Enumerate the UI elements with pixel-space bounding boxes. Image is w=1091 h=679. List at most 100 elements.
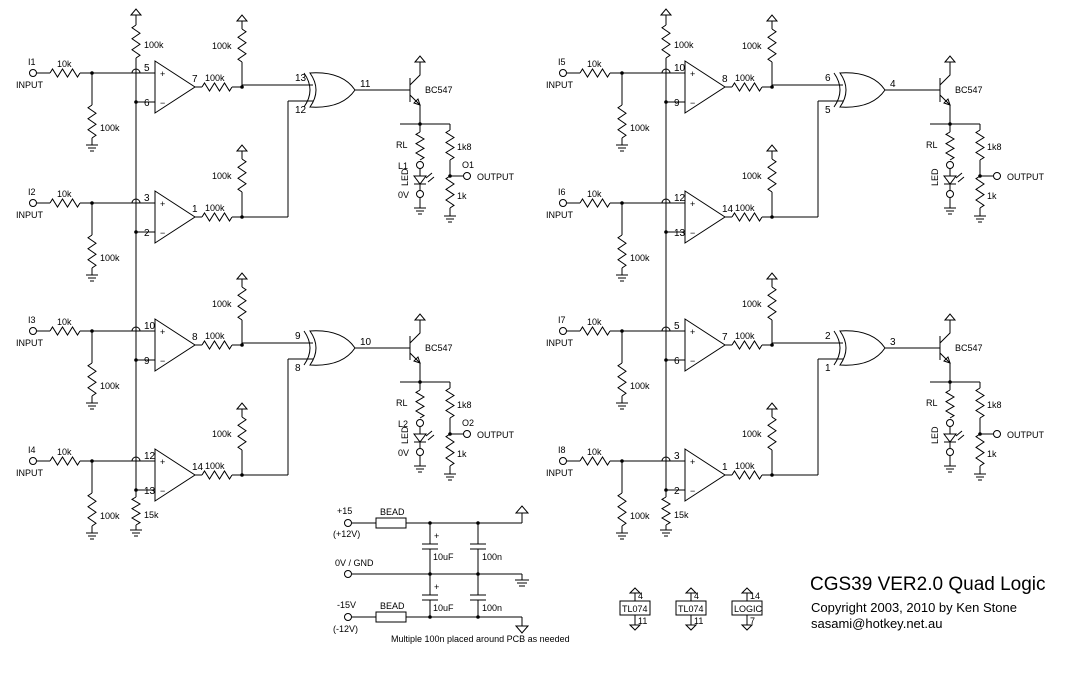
led-text: LED (930, 426, 940, 444)
pulldown-r-label: 100k (630, 123, 650, 133)
output-text: OUTPUT (1007, 172, 1045, 182)
led-label: L2 (398, 419, 408, 429)
gate-in-b-pin: 12 (295, 105, 307, 116)
svg-text:+: + (160, 327, 165, 337)
pulldown-r-label: 100k (630, 253, 650, 263)
opamp-minus-pin: 9 (674, 98, 680, 109)
rl-label: RL (396, 398, 408, 408)
bead-bottom (375, 611, 407, 623)
input-r-label: 10k (587, 189, 602, 199)
opamp-out-pin: 8 (192, 332, 198, 343)
opamp-out-pin: 14 (192, 462, 204, 473)
input-label-I4: I4 (28, 445, 36, 455)
schematic-title: CGS39 VER2.0 Quad Logic (810, 574, 1046, 595)
pulldown-r-label: 100k (100, 253, 120, 263)
svg-text:+: + (690, 69, 695, 79)
svg-text:−: − (690, 356, 695, 366)
opamp-plus-pin: 10 (674, 63, 686, 74)
input-r-label: 10k (57, 447, 72, 457)
opamp-out-pin: 8 (722, 74, 728, 85)
output-r-label: 100k (735, 73, 755, 83)
pulldown-r-label: 100k (630, 511, 650, 521)
input-label-I1: I1 (28, 57, 36, 67)
chip-bottom-pin: 11 (694, 616, 703, 626)
pullup-r-label: 100k (742, 41, 762, 51)
led-text: LED (930, 168, 940, 186)
gate-out-pin: 10 (360, 337, 372, 348)
chip-top-pin: 14 (750, 591, 760, 601)
svg-text:−: − (690, 228, 695, 238)
input-r-label: 10k (587, 447, 602, 457)
svg-text:−: − (160, 98, 165, 108)
r1k8-label: 1k8 (987, 142, 1002, 152)
input-label-I2: I2 (28, 187, 36, 197)
svg-text:−: − (160, 356, 165, 366)
svg-text:+: + (434, 531, 439, 541)
input-label-I8: I8 (558, 445, 566, 455)
chip-top-pin: 4 (638, 591, 643, 601)
threshold-r-top-label: 100k (144, 40, 164, 50)
gate-out-pin: 3 (890, 337, 896, 348)
plus15-terminal (344, 519, 352, 527)
svg-text:−: − (160, 228, 165, 238)
gate-in-b-pin: 1 (825, 363, 831, 374)
input-text: INPUT (546, 468, 574, 478)
rl-label: RL (396, 140, 408, 150)
opamp-out-pin: 14 (722, 204, 734, 215)
chip-bottom-pin: 11 (638, 616, 647, 626)
gate-in-b-pin: 5 (825, 105, 831, 116)
transistor-label: BC547 (955, 343, 983, 353)
input-text: INPUT (16, 80, 44, 90)
svg-text:+: + (690, 199, 695, 209)
input-r-label: 10k (587, 59, 602, 69)
input-text: INPUT (16, 468, 44, 478)
gnd-terminal (344, 570, 352, 578)
gnd-label: 0V / GND (335, 558, 374, 568)
threshold-r-top-label: 100k (674, 40, 694, 50)
output-r-label: 100k (735, 461, 755, 471)
transistor-label: BC547 (425, 85, 453, 95)
opamp-plus-pin: 3 (144, 193, 150, 204)
led-text: LED (400, 168, 410, 186)
bead-top (375, 517, 407, 529)
gate-out-pin: 11 (360, 79, 371, 90)
gate-in-b-pin: 8 (295, 363, 301, 374)
input-r-label: 10k (57, 317, 72, 327)
transistor-label: BC547 (425, 343, 453, 353)
c10u-top-label: 10uF (433, 552, 454, 562)
opamp-minus-pin: 9 (144, 356, 150, 367)
output-r-label: 100k (735, 331, 755, 341)
opamp-minus-pin: 2 (144, 228, 150, 239)
r1k-label: 1k (987, 191, 997, 201)
rl-label: RL (926, 398, 938, 408)
gate-out-pin: 4 (890, 79, 896, 90)
input-label-I3: I3 (28, 315, 36, 325)
chip-name: TL074 (678, 604, 704, 614)
pulldown-r-label: 100k (100, 381, 120, 391)
opamp-plus-pin: 12 (674, 193, 686, 204)
minus12-label: (-12V) (333, 624, 358, 634)
plus15-label: +15 (337, 506, 352, 516)
gate-in-a-pin: 13 (295, 73, 307, 84)
r1k-label: 1k (457, 449, 467, 459)
output-r-label: 100k (205, 331, 225, 341)
input-text: INPUT (16, 338, 44, 348)
chip-bottom-pin: 7 (750, 616, 755, 626)
svg-text:−: − (160, 486, 165, 496)
opamp-minus-pin: 13 (144, 486, 156, 497)
c100n-bottom-label: 100n (482, 603, 502, 613)
plus12-label: (+12V) (333, 529, 360, 539)
r1k8-label: 1k8 (457, 142, 472, 152)
opamp-out-pin: 1 (192, 204, 198, 215)
output-r-label: 100k (205, 73, 225, 83)
zero-v-label: 0V (398, 190, 409, 200)
pullup-r-label: 100k (742, 171, 762, 181)
output-text: OUTPUT (477, 172, 515, 182)
output-r-label: 100k (735, 203, 755, 213)
